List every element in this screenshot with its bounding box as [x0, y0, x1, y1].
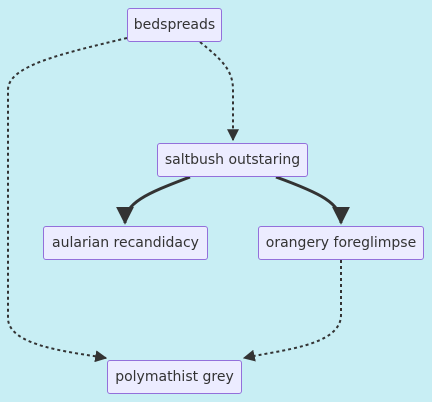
node-bedspreads[interactable]: bedspreads [127, 8, 222, 42]
node-label: aularian recandidacy [52, 235, 199, 251]
node-orangery-foreglimpse[interactable]: orangery foreglimpse [258, 226, 424, 260]
node-saltbush-outstaring[interactable]: saltbush outstaring [157, 143, 308, 177]
edge-orangery-to-polymath [242, 260, 342, 362]
node-polymathist-grey[interactable]: polymathist grey [107, 360, 242, 394]
edge-saltbush-to-aularian [116, 175, 191, 225]
edge-saltbush-to-orangery [275, 175, 350, 225]
node-label: bedspreads [133, 17, 216, 33]
node-aularian-recandidacy[interactable]: aularian recandidacy [43, 226, 208, 260]
edge-bedspreads-to-saltbush [199, 41, 239, 142]
node-label: saltbush outstaring [164, 152, 301, 168]
node-label: orangery foreglimpse [265, 235, 417, 251]
edge-bedspreads-to-polymath [7, 37, 128, 363]
node-label: polymathist grey [115, 369, 234, 385]
